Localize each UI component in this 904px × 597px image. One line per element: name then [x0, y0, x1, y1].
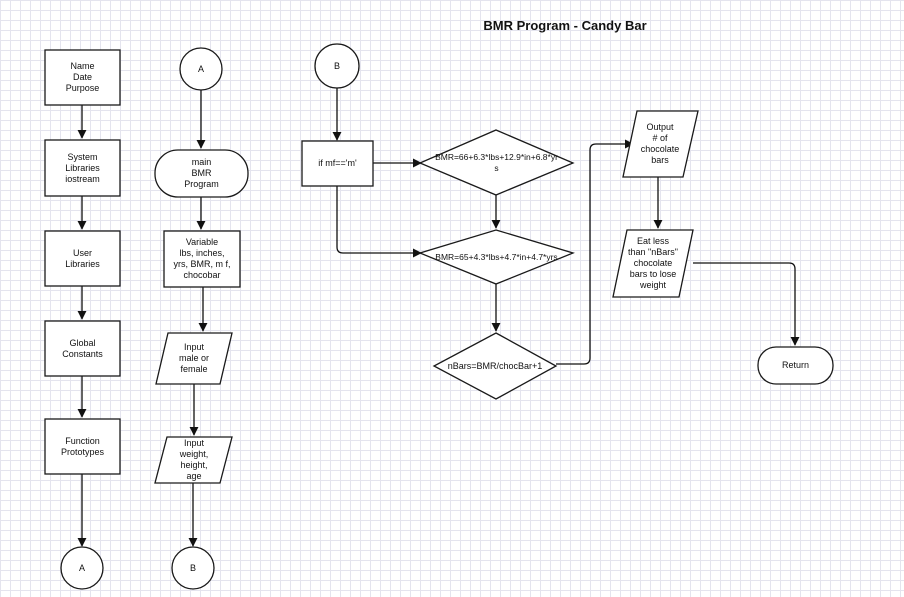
- process-variables[interactable]: [163, 230, 241, 288]
- edge-nbars-to-output: [556, 139, 634, 365]
- process-if-mf[interactable]: [301, 140, 374, 187]
- io-output-bars[interactable]: [622, 110, 699, 178]
- edges: [77, 87, 800, 547]
- process-system-libraries[interactable]: [44, 139, 121, 197]
- decision-bmr-female[interactable]: [418, 229, 575, 285]
- process-function-prototypes[interactable]: [44, 418, 121, 475]
- diagram-title: BMR Program - Candy Bar: [483, 18, 647, 33]
- decision-nbars[interactable]: [432, 332, 558, 400]
- decision-bmr-male[interactable]: [418, 129, 575, 196]
- terminal-main-bmr[interactable]: [154, 149, 249, 198]
- edge-eat-to-return: [693, 262, 800, 346]
- process-user-libraries[interactable]: [44, 230, 121, 287]
- terminal-return[interactable]: [757, 346, 834, 385]
- connector-b-top[interactable]: [314, 43, 360, 89]
- process-global-constants[interactable]: [44, 320, 121, 377]
- shapes: [44, 43, 834, 590]
- connector-a-bottom[interactable]: [60, 546, 104, 590]
- connector-a-top[interactable]: [179, 47, 223, 91]
- process-eat-less[interactable]: [612, 229, 694, 298]
- edge-if-to-female: [336, 186, 422, 258]
- io-input-body[interactable]: [154, 436, 233, 484]
- connector-b-bottom[interactable]: [171, 546, 215, 590]
- io-input-sex[interactable]: [155, 332, 233, 385]
- process-name-date[interactable]: [44, 49, 121, 106]
